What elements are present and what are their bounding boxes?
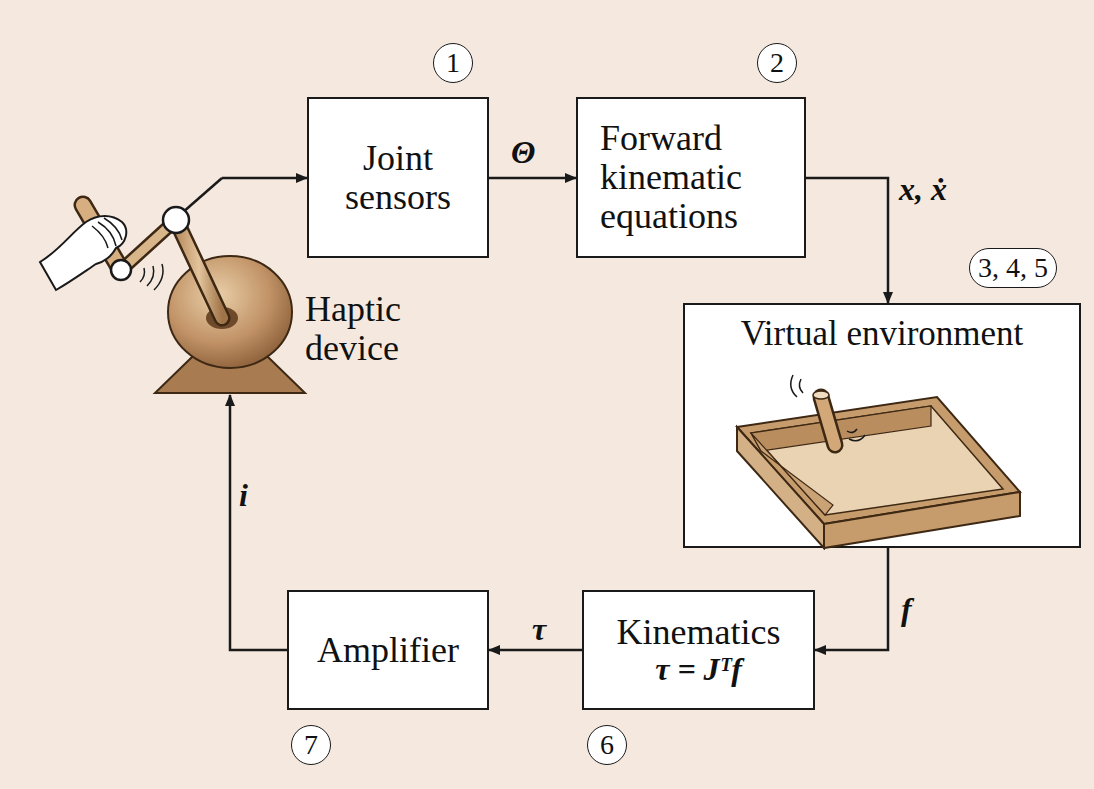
signal-arrow <box>222 177 307 180</box>
signal-arrow <box>815 548 888 650</box>
callout-number: 1 <box>433 43 473 83</box>
callout-number: 2 <box>757 43 797 83</box>
process-box: Kinematicsτ = Jᵀf <box>582 590 815 710</box>
device-node: Haptic device <box>30 178 430 395</box>
callout-number: 6 <box>587 725 627 765</box>
signal-name: x, ẋ <box>896 172 950 207</box>
process-box: Virtual environment <box>683 303 1081 548</box>
box-label: Virtual environment <box>741 315 1024 353</box>
box-label: Kinematics <box>617 613 781 652</box>
box-label: Forward kinematic equations <box>592 119 790 236</box>
signal-arrow <box>230 395 287 650</box>
signal-arrow <box>489 177 576 180</box>
signal-name: f <box>898 592 915 627</box>
callout-number: 3, 4, 5 <box>969 248 1057 288</box>
signal-arrow <box>489 649 582 652</box>
process-box: Joint sensors <box>307 97 489 258</box>
signal-name: i <box>236 478 251 513</box>
signal-name: τ <box>529 612 549 647</box>
process-box: Forward kinematic equations <box>576 97 806 258</box>
box-label: Haptic device <box>305 290 435 368</box>
box-label: Joint sensors <box>323 139 473 217</box>
callout-number: 7 <box>291 725 331 765</box>
process-box: Amplifier <box>287 590 489 710</box>
formula: τ = Jᵀf <box>655 652 742 687</box>
signal-arrow <box>806 178 888 303</box>
box-label: Amplifier <box>317 631 459 670</box>
signal-name: Θ <box>508 135 538 170</box>
